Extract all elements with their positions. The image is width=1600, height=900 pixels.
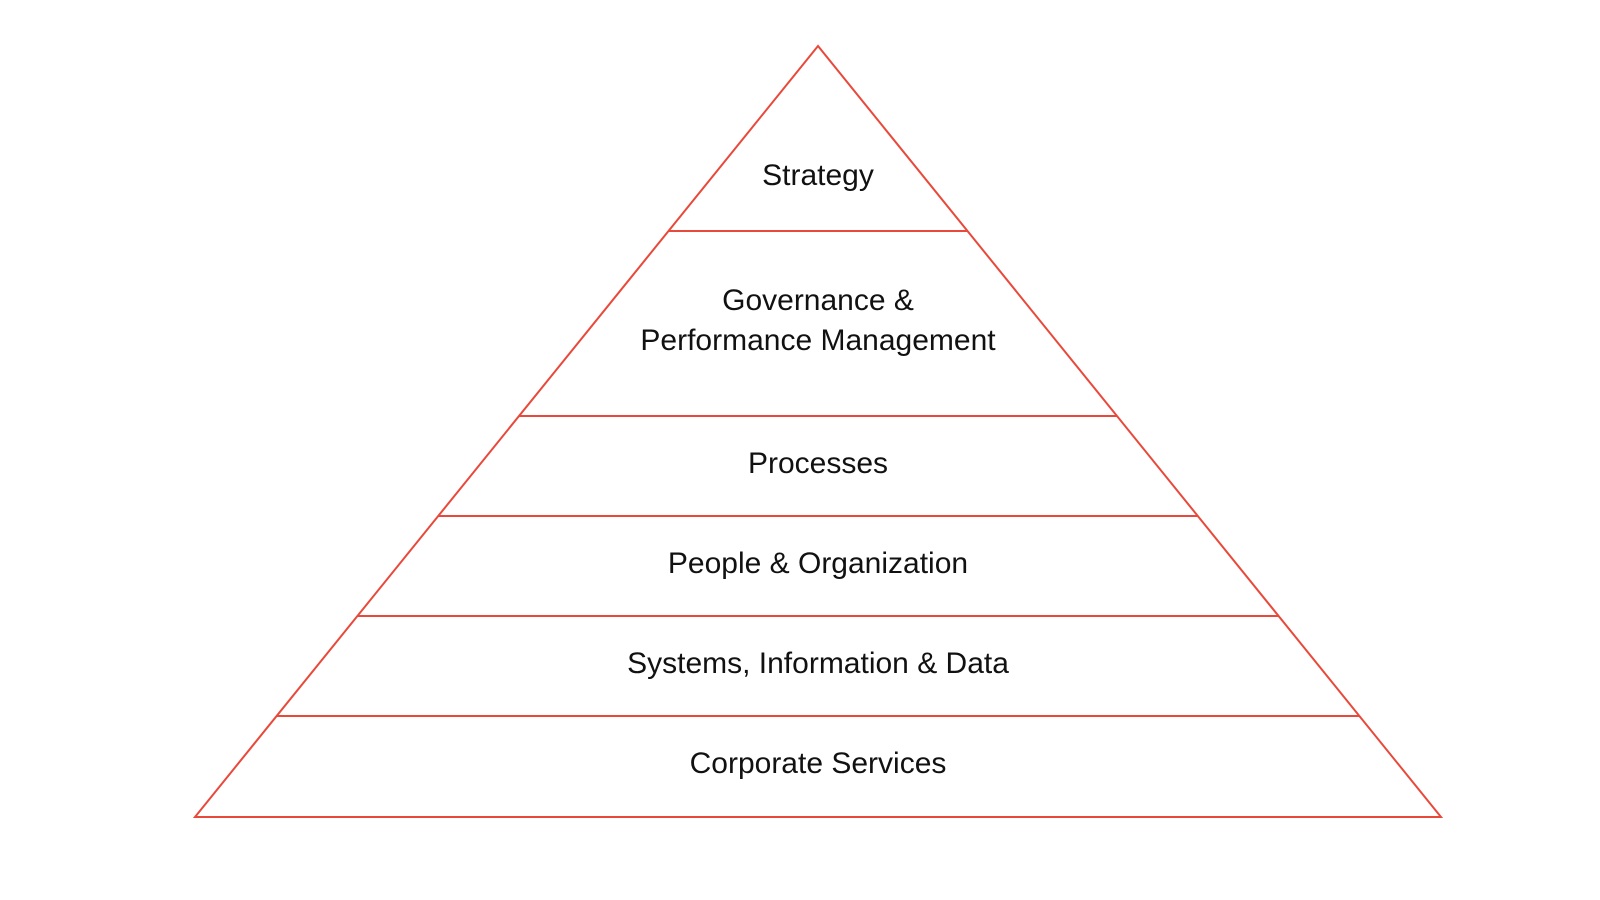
layer-label-processes: Processes <box>748 447 888 480</box>
layer-dividers <box>276 230 1360 717</box>
layer-label-corporate: Corporate Services <box>690 747 947 780</box>
layer-label-governance-line2: Performance Management <box>640 324 996 357</box>
pyramid-outline <box>192 44 1444 818</box>
layer-label-systems: Systems, Information & Data <box>627 647 1009 680</box>
layer-label-strategy: Strategy <box>762 159 874 192</box>
layer-label-governance-line1: Governance & <box>722 284 914 317</box>
layer-label-people: People & Organization <box>668 547 968 580</box>
